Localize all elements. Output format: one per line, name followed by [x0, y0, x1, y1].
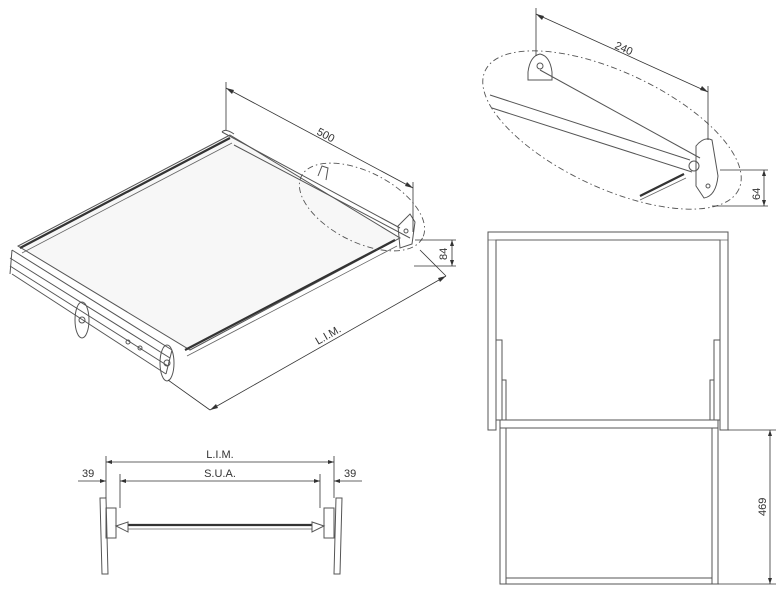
- detail-rod: [639, 173, 685, 197]
- front-rod-left-end: [114, 521, 129, 533]
- left-hanging-rod: [19, 137, 231, 249]
- left-rod-edge: [21, 142, 233, 254]
- dimension-84: 84: [414, 239, 456, 267]
- detail-view: 240 64: [482, 8, 768, 210]
- front-view: L.I.M. S.U.A. 39 39: [78, 449, 362, 575]
- detail-callout-ellipse: [298, 162, 426, 252]
- dimension-469: 469: [718, 429, 776, 585]
- dimension-left-gap-label: 39: [82, 468, 94, 480]
- extended-rack: [499, 419, 719, 585]
- detail-hook: [527, 53, 553, 81]
- dimension-front-lim: L.I.M.: [105, 449, 335, 498]
- detail-rail-tube: [489, 94, 693, 173]
- back-right-mounting-plate: [397, 213, 416, 249]
- dimension-iso-lim-label: L.I.M.: [314, 323, 344, 347]
- back-center-hook: [317, 165, 329, 181]
- dimension-front-sua: S.U.A.: [119, 468, 321, 508]
- top-view-cabinet: 469: [487, 231, 776, 585]
- dimension-469-label: 469: [757, 498, 769, 516]
- dimension-64: 64: [712, 169, 768, 207]
- right-side-runner: [709, 339, 721, 421]
- detail-rod-edge: [639, 177, 687, 201]
- right-rod-edge: [186, 245, 398, 357]
- detail-ellipse: [482, 50, 742, 210]
- cabinet-outline: [487, 231, 729, 431]
- right-hanging-rod: [184, 239, 396, 351]
- front-rod-right-end: [311, 521, 326, 533]
- dimension-64-label: 64: [751, 188, 763, 200]
- right-cabinet-wall: [323, 497, 343, 575]
- dimension-front-sua-label: S.U.A.: [204, 468, 236, 480]
- detail-end-plate: [688, 138, 719, 199]
- isometric-view: 500 84 L.I.M.: [9, 82, 456, 411]
- back-roller-tube: [221, 129, 411, 239]
- dimension-left-gap: 39: [78, 468, 106, 483]
- dimension-500-label: 500: [315, 126, 337, 145]
- left-mounting-bracket: [74, 301, 90, 339]
- dimension-84-label: 84: [438, 248, 450, 260]
- dimension-front-lim-label: L.I.M.: [206, 449, 234, 461]
- dimension-240-label: 240: [613, 40, 635, 58]
- dimension-right-gap-label: 39: [344, 468, 356, 480]
- dimension-right-gap: 39: [334, 468, 362, 483]
- right-mounting-bracket: [125, 339, 175, 382]
- left-cabinet-wall: [99, 497, 117, 575]
- detail-rail-top: [539, 69, 701, 159]
- dimension-240: 240: [535, 8, 709, 140]
- left-side-runner: [495, 339, 507, 421]
- rack-top-surface: [16, 134, 402, 351]
